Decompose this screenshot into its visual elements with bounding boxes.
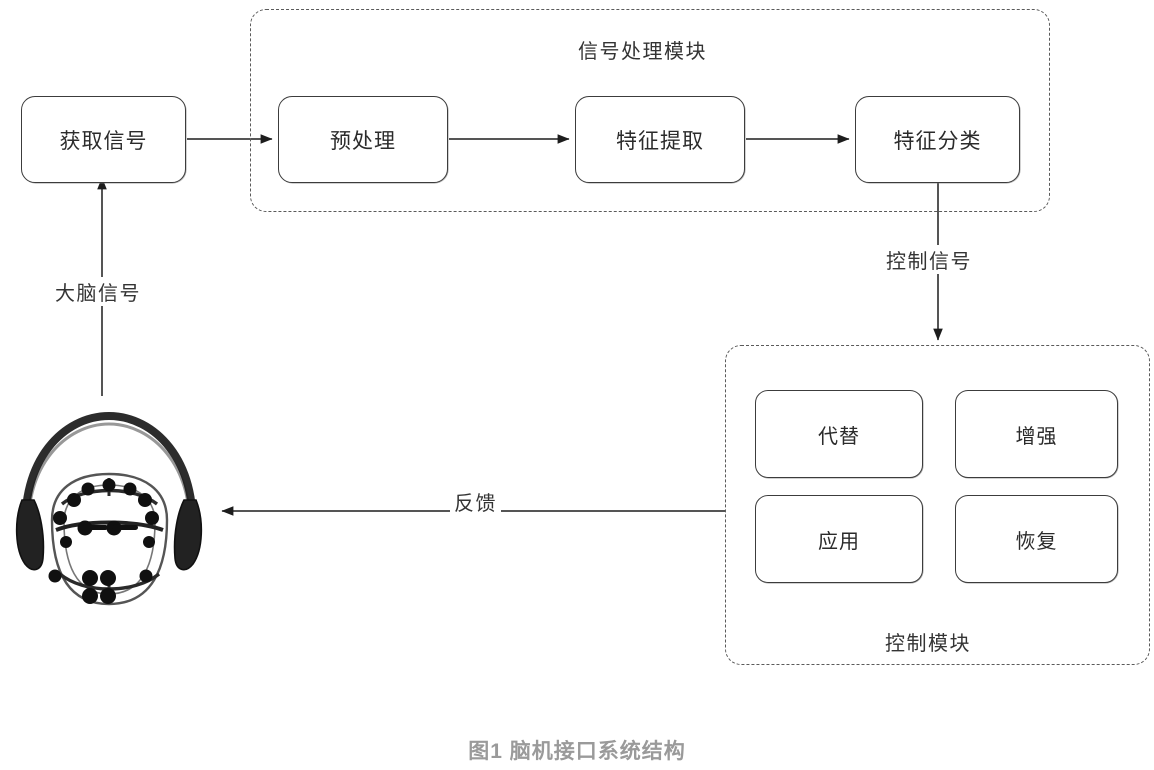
node-acquire-signal[interactable]: 获取信号	[21, 96, 186, 183]
group-title-control-module: 控制模块	[885, 633, 971, 655]
node-preprocess-label: 预处理	[330, 128, 396, 153]
edge-label-feedback: 反馈	[450, 487, 501, 516]
edge-label-control-signal: 控制信号	[883, 245, 975, 274]
node-restore-label: 恢复	[1015, 530, 1058, 553]
group-title-signal-processing: 信号处理模块	[578, 41, 707, 63]
node-replace[interactable]: 代替	[755, 390, 923, 478]
node-feature-extraction-label: 特征提取	[616, 128, 704, 153]
group-control-module	[725, 345, 1150, 665]
group-signal-processing	[250, 9, 1050, 212]
figure-caption: 图1 脑机接口系统结构	[468, 740, 686, 763]
node-acquire-signal-label: 获取信号	[59, 128, 148, 153]
node-feature-extraction[interactable]: 特征提取	[575, 96, 745, 183]
node-apply[interactable]: 应用	[755, 495, 923, 583]
node-restore[interactable]: 恢复	[955, 495, 1118, 583]
eeg-headset-photo	[15, 411, 203, 606]
node-preprocess[interactable]: 预处理	[278, 96, 448, 183]
node-feature-classification-label: 特征分类	[893, 128, 982, 153]
node-feature-classification[interactable]: 特征分类	[855, 96, 1020, 183]
edge-label-brain-signal: 大脑信号	[53, 277, 143, 306]
node-enhance-label: 增强	[1015, 425, 1058, 448]
node-apply-label: 应用	[818, 530, 860, 553]
node-enhance[interactable]: 增强	[955, 390, 1118, 478]
node-replace-label: 代替	[818, 425, 860, 448]
